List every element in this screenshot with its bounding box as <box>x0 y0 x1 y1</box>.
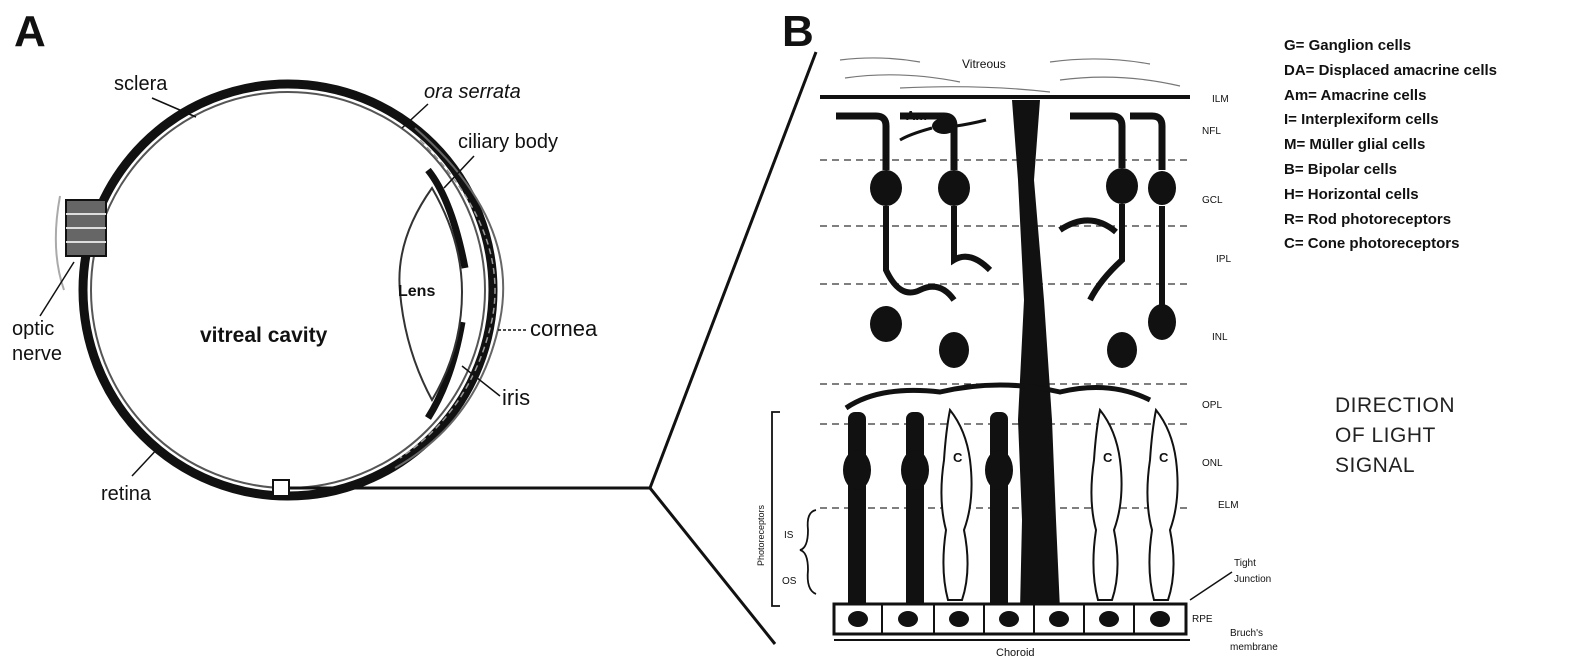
cone-label-1: C <box>953 450 963 465</box>
eye-cross-section <box>56 84 503 496</box>
cone-label-3: C <box>1159 450 1169 465</box>
label-lens: Lens <box>398 283 435 300</box>
layer-choroid: Choroid <box>996 647 1035 659</box>
layer-tight-junction-1: Tight <box>1234 558 1256 569</box>
legend-item: G= Ganglion cells <box>1284 34 1497 59</box>
layer-ilm: ILM <box>1212 94 1229 105</box>
label-is: IS <box>784 530 794 541</box>
layer-inl: INL <box>1212 332 1228 343</box>
legend-item: M= Müller glial cells <box>1284 133 1497 158</box>
label-photoreceptors: Photoreceptors <box>756 504 766 566</box>
ganglion-axons <box>836 116 1162 170</box>
legend-item: I= Interplexiform cells <box>1284 108 1497 133</box>
label-retina: retina <box>101 483 152 505</box>
layer-nfl: NFL <box>1202 126 1221 137</box>
label-vitreous: Vitreous <box>962 57 1006 71</box>
rod-photoreceptors <box>843 412 1013 612</box>
rpe-cells <box>834 604 1186 634</box>
direction-line: OF LIGHT <box>1335 421 1455 451</box>
horizontal-cell <box>846 385 1150 408</box>
layer-elm: ELM <box>1218 500 1239 511</box>
label-os: OS <box>782 576 797 587</box>
muller-glial-cell <box>1012 100 1060 610</box>
layer-gcl: GCL <box>1202 195 1223 206</box>
layer-onl: ONL <box>1202 458 1223 469</box>
retina-section: Vitreous <box>772 57 1192 640</box>
legend-item: C= Cone photoreceptors <box>1284 232 1497 257</box>
panel-b-label: B <box>782 7 814 56</box>
layer-opl: OPL <box>1202 400 1222 411</box>
direction-line: DIRECTION <box>1335 391 1455 421</box>
vitreous-texture <box>840 58 1180 92</box>
cell-type-legend: G= Ganglion cells DA= Displaced amacrine… <box>1284 34 1497 257</box>
legend-item: H= Horizontal cells <box>1284 183 1497 208</box>
label-ora-serrata: ora serrata <box>424 81 521 103</box>
layer-ipl: IPL <box>1216 254 1231 265</box>
label-iris: iris <box>502 385 530 410</box>
direction-line: SIGNAL <box>1335 451 1455 481</box>
legend-item: R= Rod photoreceptors <box>1284 208 1497 233</box>
label-am: Am <box>906 108 927 123</box>
label-optic-nerve-2: nerve <box>12 343 62 365</box>
cone-label-2: C <box>1103 450 1113 465</box>
legend-item: Am= Amacrine cells <box>1284 84 1497 109</box>
layer-bruchs-2: membrane <box>1230 642 1278 653</box>
label-vitreal-cavity: vitreal cavity <box>200 324 328 347</box>
label-ciliary-body: ciliary body <box>458 131 558 153</box>
cone-photoreceptors <box>941 410 1177 600</box>
legend-item: DA= Displaced amacrine cells <box>1284 59 1497 84</box>
label-cornea: cornea <box>530 316 598 341</box>
layer-bruchs-1: Bruch's <box>1230 628 1263 639</box>
panel-a-label: A <box>14 7 46 56</box>
direction-of-light-signal: DIRECTION OF LIGHT SIGNAL <box>1335 391 1455 481</box>
label-optic-nerve-1: optic <box>12 318 54 340</box>
layer-tight-junction-2: Junction <box>1234 574 1271 585</box>
retina-sample-box <box>273 480 289 496</box>
layer-rpe: RPE <box>1192 614 1213 625</box>
legend-item: B= Bipolar cells <box>1284 158 1497 183</box>
layer-labels: ILM NFL GCL IPL INL OPL ONL ELM Tight Ju… <box>756 94 1278 659</box>
label-sclera: sclera <box>114 73 168 95</box>
